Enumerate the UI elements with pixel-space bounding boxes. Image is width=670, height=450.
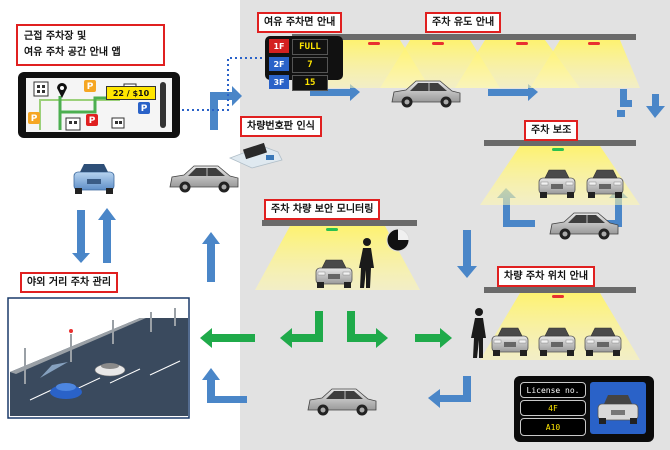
panel-floor: 4F [520, 400, 586, 416]
svg-text:P: P [31, 114, 38, 124]
street-parking-scene [7, 297, 190, 419]
panel-car-icon [597, 395, 639, 424]
security-camera-icon [386, 228, 410, 252]
panel-car-image [590, 382, 646, 434]
data-link-dotted [182, 57, 265, 111]
flow-arrows-green [200, 311, 452, 348]
floor-1-value: FULL [292, 39, 328, 55]
panel-spot: A10 [520, 418, 586, 436]
floor-3-label: 3F [269, 75, 289, 89]
floor-row-3: 3F 15 [269, 75, 339, 91]
car-app-user [73, 164, 115, 194]
app-price-tag: 22 / $10 [106, 86, 156, 100]
floor-status-panel: 1F FULL 2F 7 3F 15 [265, 36, 343, 91]
person-security [359, 238, 374, 288]
label-security-monitoring: 주차 차량 보안 모니터링 [264, 199, 381, 220]
floor-2-label: 2F [269, 57, 289, 71]
ceiling-rails [262, 34, 636, 293]
person-location [471, 308, 486, 358]
floor-2-value: 7 [292, 57, 328, 73]
label-parking-guidance: 주차 유도 안내 [425, 12, 502, 33]
panel-license-title: License no. [520, 382, 586, 398]
label-available-spaces: 여유 주차면 안내 [257, 12, 343, 33]
floor-3-value: 15 [292, 75, 328, 91]
svg-text:P: P [87, 82, 94, 92]
lpr-camera-icon [228, 142, 283, 169]
floor-1-label: 1F [269, 39, 289, 53]
label-app-line1: 근접 주차장 및 [24, 31, 87, 42]
label-app: 근접 주차장 및 여유 주차 공간 안내 앱 [16, 24, 165, 66]
car-reversing [549, 212, 619, 240]
svg-text:P: P [89, 116, 96, 126]
car-entering [169, 165, 239, 193]
car-exiting [307, 388, 377, 416]
label-street-parking: 야외 거리 주차 관리 [20, 272, 119, 293]
app-phone-mockup: P P P P [18, 72, 180, 138]
location-info-panel: License no. 4F A10 [514, 376, 654, 442]
floor-row-1: 1F FULL [269, 39, 339, 55]
label-app-line2: 여유 주차 공간 안내 앱 [24, 47, 121, 58]
indicator-leds [326, 42, 600, 298]
label-vehicle-location: 차량 주차 위치 안내 [497, 266, 596, 287]
label-parking-assist: 주차 보조 [524, 120, 579, 141]
svg-text:P: P [141, 104, 148, 114]
label-plate-recognition: 차량번호판 인식 [240, 116, 322, 137]
floor-row-2: 2F 7 [269, 57, 339, 73]
